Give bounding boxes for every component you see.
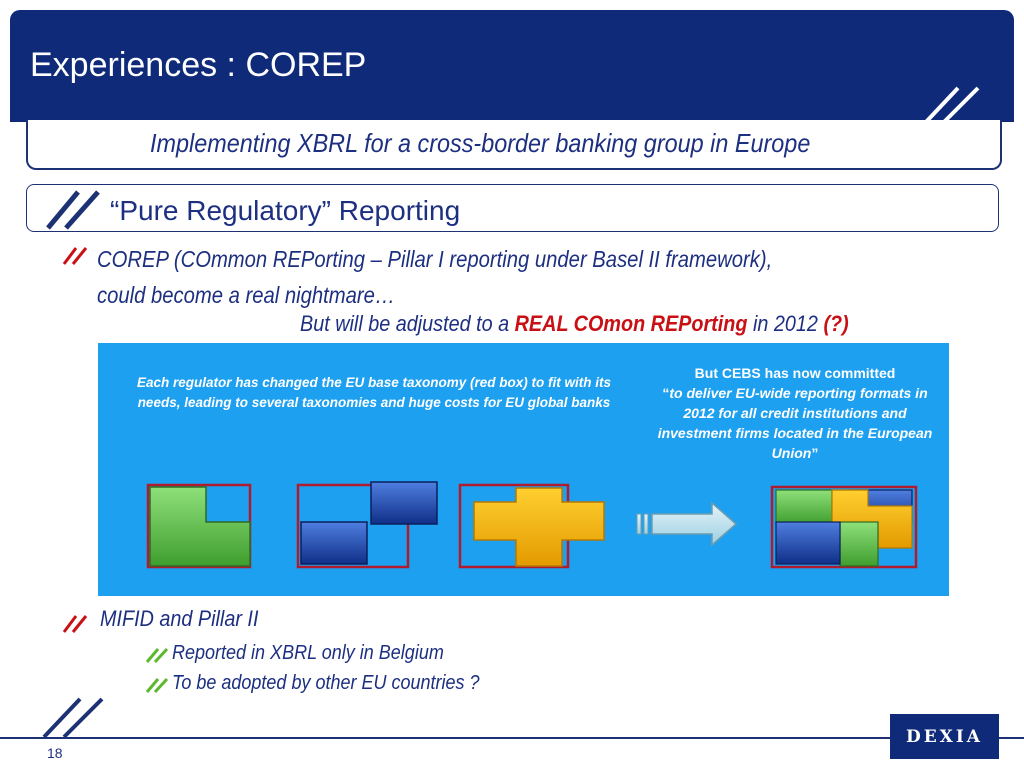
panel-right-text: But CEBS has now committed “to deliver E…	[655, 363, 935, 463]
sub-bullet-item: Reported in XBRL only in Belgium	[172, 642, 444, 664]
adjusted-middle: in 2012	[747, 311, 824, 336]
mifid-bullet: MIFID and Pillar II	[100, 606, 259, 631]
corep-bullet-line2: could become a real nightmare…	[97, 282, 396, 308]
section-title: “Pure Regulatory” Reporting	[110, 195, 461, 226]
taxonomy-blue	[296, 481, 438, 569]
quote-open: “	[662, 385, 670, 401]
taxonomy-combined	[770, 485, 918, 569]
sub-bullet-slash-icon	[145, 647, 169, 664]
sub-bullet-slash-icon	[145, 677, 169, 694]
taxonomy-green	[146, 483, 252, 569]
corep-bullet: COREP (COmmon REPorting – Pillar I repor…	[97, 241, 772, 313]
panel-left-text: Each regulator has changed the EU base t…	[136, 375, 612, 410]
double-slash-icon	[46, 190, 100, 230]
panel-right-quote-text: to deliver EU-wide reporting formats in …	[657, 385, 933, 461]
bullet-slash-icon	[62, 615, 88, 633]
subtitle-box	[26, 120, 1002, 170]
adjusted-note: But will be adjusted to a REAL COmon REP…	[300, 311, 849, 337]
footer-line	[0, 737, 1024, 739]
bullet-slash-icon	[62, 247, 88, 265]
dexia-logo: DEXIA	[890, 714, 999, 759]
adjusted-highlight: REAL COmon REPorting	[514, 311, 748, 336]
double-slash-icon	[42, 697, 104, 739]
double-slash-icon	[924, 86, 980, 124]
adjusted-question: (?)	[823, 311, 849, 336]
quote-close: ”	[811, 445, 819, 461]
slide-title: Experiences : COREP	[30, 46, 367, 84]
panel-right-line1: But CEBS has now committed	[694, 365, 896, 381]
slide-subtitle: Implementing XBRL for a cross-border ban…	[150, 128, 811, 158]
title-bar	[10, 10, 1014, 122]
sub-bullet-item: To be adopted by other EU countries ?	[172, 672, 480, 694]
page-number: 18	[47, 745, 63, 761]
taxonomy-yellow	[458, 483, 605, 569]
panel-right-quote: “to deliver EU-wide reporting formats in…	[655, 383, 935, 463]
right-arrow-icon	[636, 501, 738, 547]
section-box	[26, 184, 999, 232]
adjusted-prefix: But will be adjusted to a	[300, 311, 515, 336]
corep-bullet-line1: COREP (COmmon REPorting – Pillar I repor…	[97, 246, 773, 272]
